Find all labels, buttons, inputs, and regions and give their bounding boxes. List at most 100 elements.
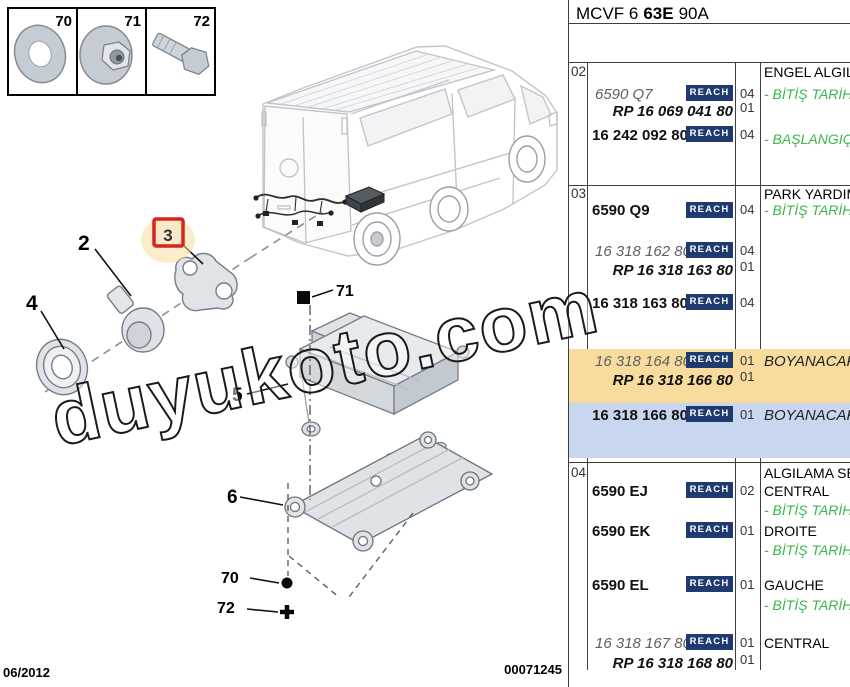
part-ref[interactable]: 16 318 166 80	[592, 407, 688, 424]
header-underline	[568, 23, 850, 24]
construction-lines	[287, 305, 414, 599]
catalog-code-prefix: MCVF 6	[576, 4, 639, 23]
table-border-left	[568, 0, 569, 687]
part-6-plate	[284, 431, 494, 552]
part-2-sensor	[106, 285, 165, 353]
rp-part-ref[interactable]: RP 16 069 041 80	[612, 103, 733, 120]
part-ref[interactable]: 16 318 163 80	[592, 295, 688, 312]
page-date: 06/2012	[3, 665, 50, 680]
rp-part-ref[interactable]: RP 16 318 166 80	[612, 372, 733, 389]
section-divider-2	[568, 462, 850, 463]
section-number: 02	[571, 64, 587, 79]
qty: 01	[740, 577, 755, 592]
reach-badge[interactable]: REACH	[686, 634, 733, 650]
bolt-icon	[152, 32, 210, 76]
assembly-axis	[44, 211, 323, 393]
section-number: 03	[571, 186, 587, 201]
square-marker-71	[297, 291, 310, 304]
doc-number: 00071245	[504, 662, 562, 677]
part-ref[interactable]: 16 318 167 80	[595, 635, 691, 652]
rp-part-ref[interactable]: RP 16 318 168 80	[612, 655, 733, 672]
qty: 01	[740, 407, 755, 422]
note: - BAŞLANGIÇ	[764, 131, 850, 147]
reach-badge[interactable]: REACH	[686, 576, 733, 592]
section-title: PARK YARDIM	[764, 186, 850, 202]
part-desc: BOYANACAK	[764, 407, 850, 424]
part-desc: CENTRAL	[764, 483, 830, 499]
qty: 04	[740, 295, 755, 310]
note: - BİTİŞ TARİH	[764, 502, 850, 518]
qty: 01	[740, 523, 755, 538]
callout-5[interactable]: 5	[232, 385, 243, 406]
callout-70[interactable]: 70	[221, 570, 239, 587]
part-3-bracket	[174, 252, 238, 312]
part-ref[interactable]: 6590 Q7	[595, 86, 653, 103]
section-divider-1	[568, 185, 850, 186]
rp-part-ref[interactable]: RP 16 318 163 80	[612, 262, 733, 279]
legend-num-71: 71	[124, 13, 141, 30]
callout-6[interactable]: 6	[227, 487, 238, 508]
callout-3-highlighted[interactable]: 3	[141, 217, 195, 263]
reach-badge[interactable]: REACH	[686, 482, 733, 498]
reach-badge[interactable]: REACH	[686, 242, 733, 258]
van-ecu	[344, 186, 386, 213]
catalog-code-bold: 63E	[643, 4, 674, 23]
catalog-code-suffix: 90A	[678, 4, 709, 23]
part-desc: CENTRAL	[764, 635, 830, 651]
part-ref[interactable]: 16 318 164 80	[595, 353, 691, 370]
qty: 04	[740, 127, 755, 142]
reach-badge[interactable]: REACH	[686, 126, 733, 142]
dot-marker-70	[281, 577, 293, 589]
callout-2[interactable]: 2	[78, 232, 90, 255]
reach-badge[interactable]: REACH	[686, 406, 733, 422]
qty: 04	[740, 86, 755, 101]
qty: 04	[740, 202, 755, 217]
callout-71[interactable]: 71	[336, 283, 354, 300]
callout-3-label: 3	[163, 226, 172, 245]
part-desc: DROITE	[764, 523, 817, 539]
part-5-ecu	[285, 312, 470, 437]
qty: 01	[740, 259, 755, 274]
note: - BİTİŞ TARİH	[764, 542, 850, 558]
qty: 01	[740, 369, 755, 384]
qty: 01	[740, 353, 755, 368]
table-line-top	[568, 62, 850, 63]
reach-badge[interactable]: REACH	[686, 522, 733, 538]
part-ref[interactable]: 16 242 092 80	[592, 127, 688, 144]
washer-icon	[13, 24, 67, 84]
parts-diagram: 70 71 72	[7, 7, 558, 619]
qty: 04	[740, 243, 755, 258]
section-title: ALGILAMA SE	[764, 465, 850, 481]
part-ref[interactable]: 6590 Q9	[592, 202, 650, 219]
reach-badge[interactable]: REACH	[686, 85, 733, 101]
legend-num-72: 72	[193, 13, 210, 30]
note: - BİTİŞ TARİH	[764, 86, 850, 102]
reach-badge[interactable]: REACH	[686, 202, 733, 218]
qty: 01	[740, 652, 755, 667]
part-ref[interactable]: 6590 EK	[592, 523, 651, 540]
part-ref[interactable]: 6590 EJ	[592, 483, 648, 500]
van-illustration	[253, 45, 558, 266]
qty: 01	[740, 635, 755, 650]
flange-nut-icon	[79, 25, 133, 85]
plus-marker-72	[280, 605, 294, 619]
section-title: ENGEL ALGILA	[764, 64, 850, 80]
qty: 01	[740, 100, 755, 115]
note: - BİTİŞ TARİH	[764, 202, 850, 218]
part-ref[interactable]: 16 318 162 80	[595, 243, 691, 260]
callout-4[interactable]: 4	[26, 292, 38, 315]
section-number: 04	[571, 465, 587, 480]
legend-num-70: 70	[55, 13, 72, 30]
part-desc: BOYANACAK	[764, 353, 850, 370]
note: - BİTİŞ TARİH	[764, 597, 850, 613]
reach-badge[interactable]: REACH	[686, 294, 733, 310]
callout-72[interactable]: 72	[217, 600, 235, 617]
wiring-harness	[256, 193, 345, 216]
reach-badge[interactable]: REACH	[686, 352, 733, 368]
part-4-grommet	[35, 338, 89, 396]
part-ref[interactable]: 6590 EL	[592, 577, 649, 594]
part-desc: GAUCHE	[764, 577, 824, 593]
legend-boxes: 70 71 72	[7, 7, 216, 96]
